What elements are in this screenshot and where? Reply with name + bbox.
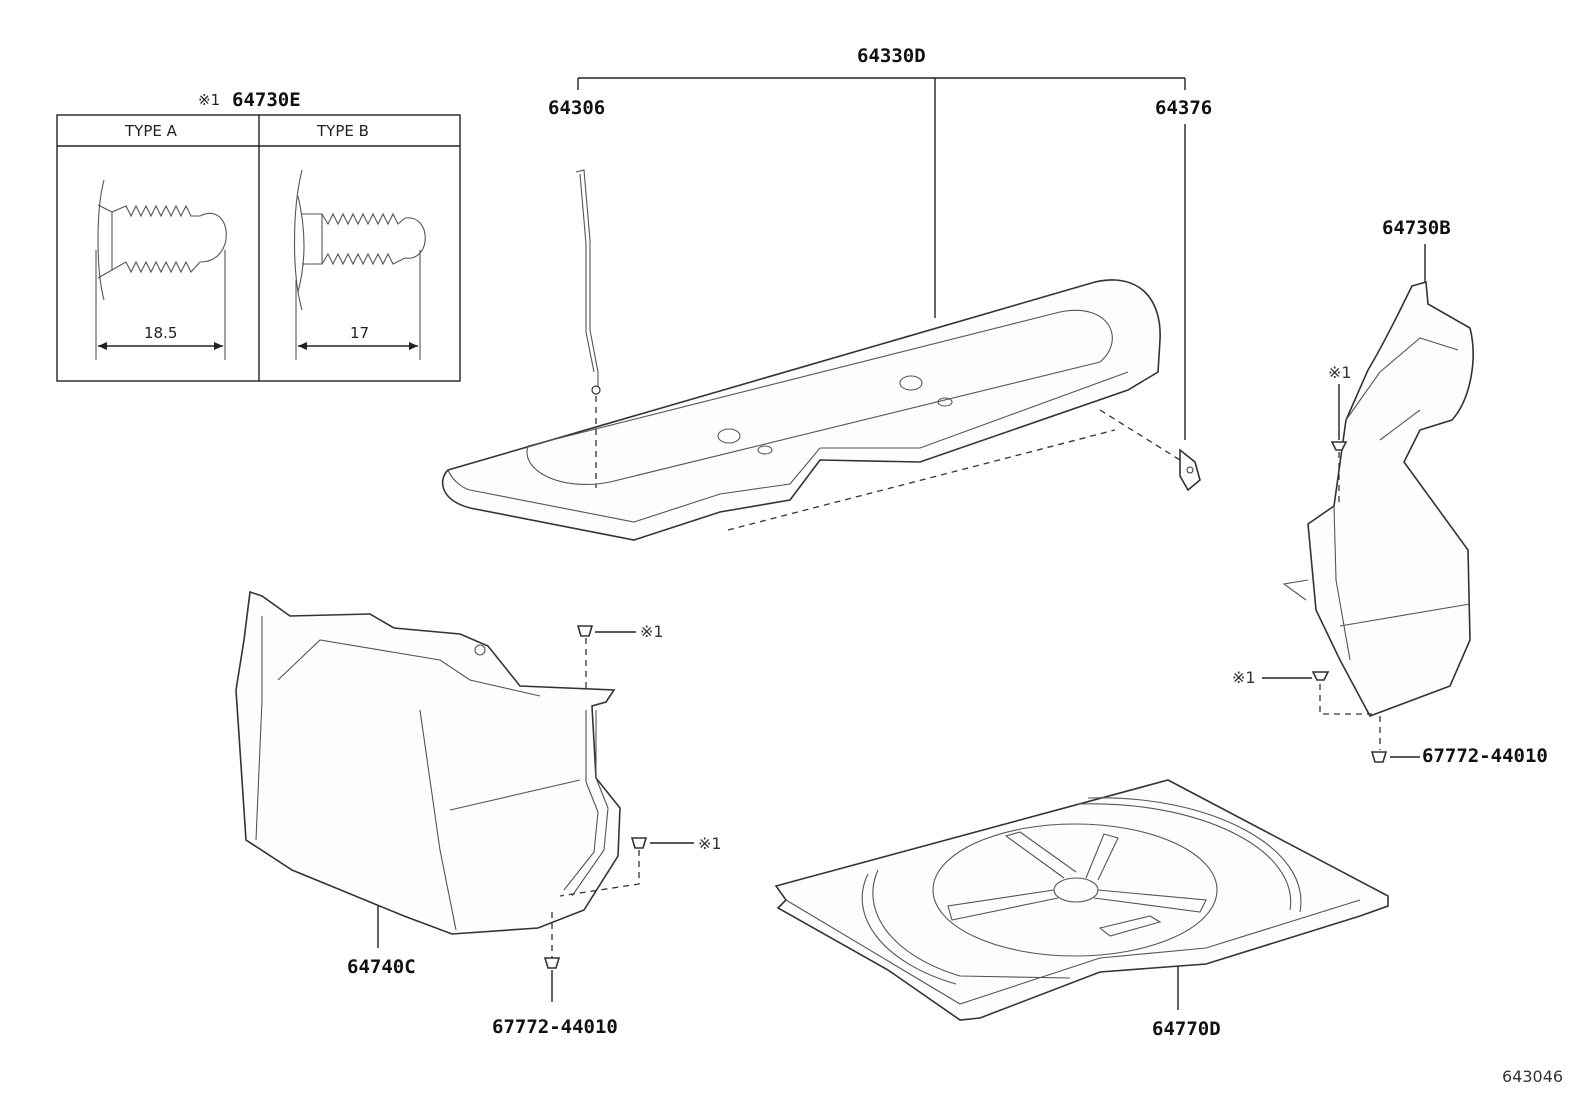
type-a-dimension: 18.5	[144, 324, 177, 342]
shelf-right-label: 64376	[1155, 97, 1212, 119]
type-a-header: TYPE A	[124, 122, 178, 140]
bolt-right-label: 67772-44010	[1422, 745, 1548, 767]
side-right-label: 64730B	[1382, 217, 1451, 239]
mark-left-lower: ※1	[698, 834, 722, 853]
diagram-code: 643046	[1502, 1067, 1563, 1086]
bolt-left-label: 67772-44010	[492, 1016, 618, 1038]
clip-table: ※1 64730E TYPE A TYPE B 18.5	[56, 89, 461, 382]
mark-left-upper: ※1	[640, 622, 664, 641]
left-side-trim: 64740C ※1 ※1 67772-44010	[235, 590, 722, 1038]
right-side-trim: 64730B ※1 ※1 67772-44010	[1232, 217, 1548, 767]
package-tray-trim: 64330D 64306 64376	[441, 45, 1212, 541]
clip-part-number: 64730E	[232, 89, 301, 111]
floor-cover-label: 64770D	[1152, 1018, 1221, 1040]
type-b-dimension: 17	[350, 324, 369, 342]
shelf-assy-label: 64330D	[857, 45, 926, 67]
type-b-clip: 17	[293, 169, 426, 360]
clip-ref-mark: ※1	[198, 91, 220, 109]
mark-right-lower: ※1	[1232, 668, 1256, 687]
type-a-clip: 18.5	[95, 179, 227, 360]
floor-cover: 64770D	[774, 779, 1389, 1040]
type-b-header: TYPE B	[316, 122, 369, 140]
shelf-left-label: 64306	[548, 97, 605, 119]
mark-right-upper: ※1	[1328, 363, 1352, 382]
side-left-label: 64740C	[347, 956, 416, 978]
